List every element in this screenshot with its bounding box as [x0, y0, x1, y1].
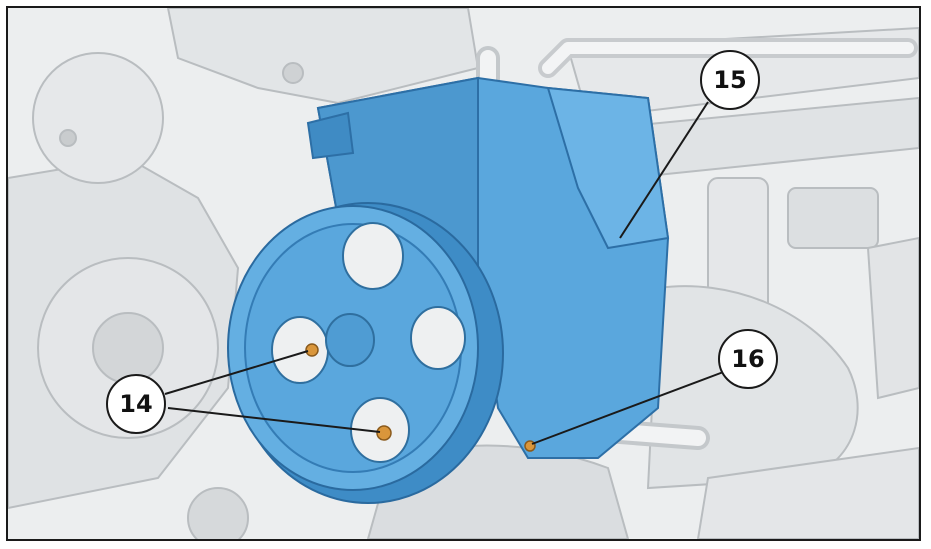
leader-lines [164, 101, 727, 445]
callout-16: 16 [718, 329, 778, 389]
callout-14-label: 14 [119, 390, 152, 418]
bolts-14 [305, 343, 392, 441]
callout-14: 14 [106, 374, 166, 434]
callout-15: 15 [700, 50, 760, 110]
callout-16-label: 16 [731, 345, 764, 373]
callout-15-label: 15 [713, 66, 746, 94]
diagram-frame: 14 15 16 [6, 6, 921, 541]
engine-diagram: 14 15 16 [8, 8, 919, 539]
pump-pulley [227, 202, 504, 504]
